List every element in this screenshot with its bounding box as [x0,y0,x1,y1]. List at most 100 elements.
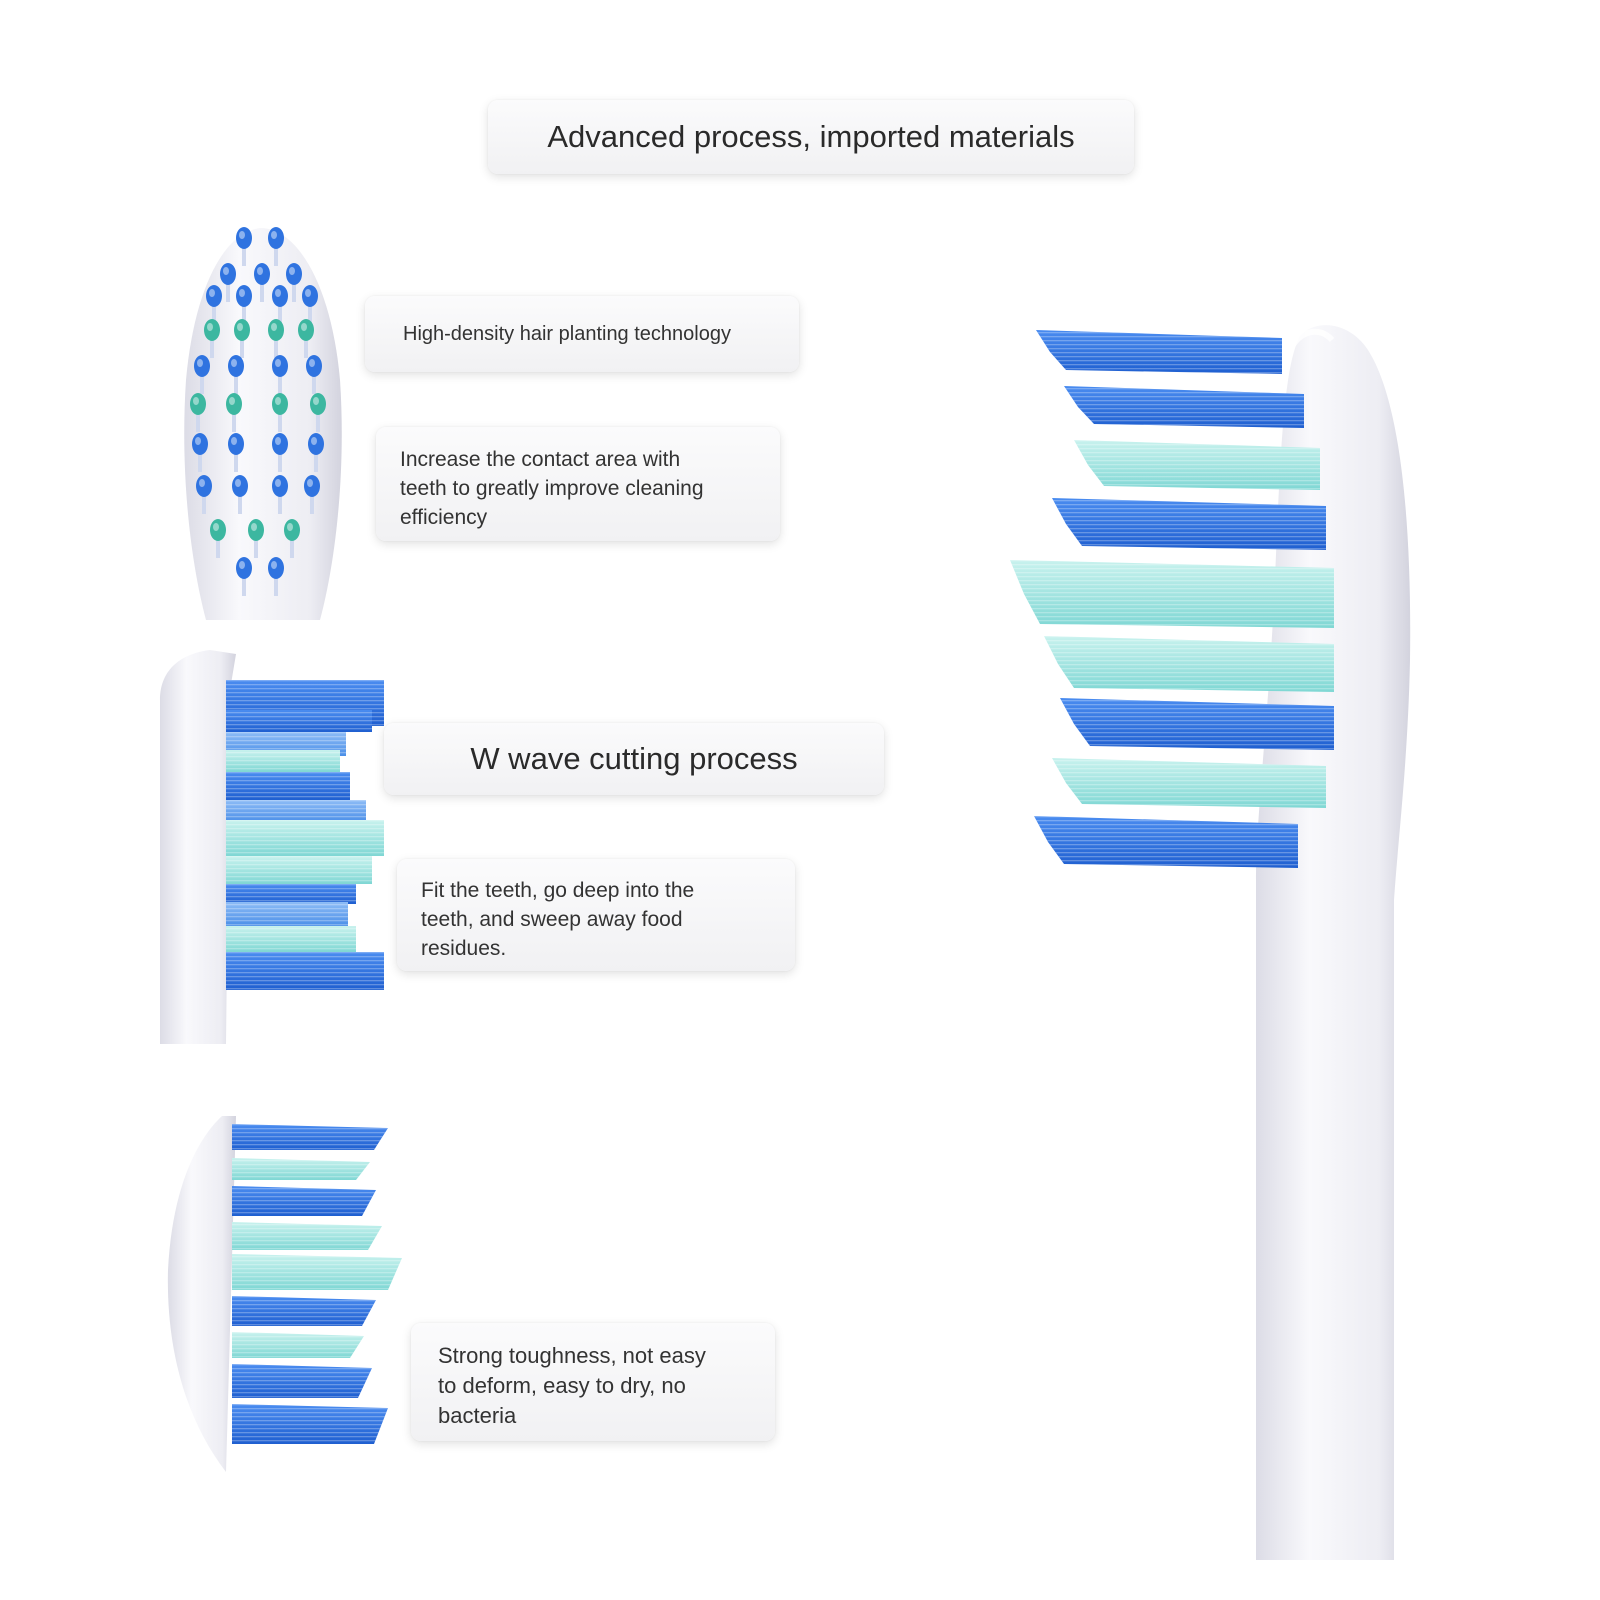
bristle-tuft [234,319,250,341]
toothbrush-head-large-icon [1010,325,1411,1561]
bristle-texture [226,772,350,800]
bristle-tuft [236,557,252,579]
bristle-tuft [272,433,288,455]
bristle-tuft [268,319,284,341]
tuft-highlight [239,231,245,239]
bristle-texture [226,952,384,990]
bristle-texture [1010,560,1334,628]
headline-text: Advanced process, imported materials [547,119,1075,154]
tuft-highlight [275,437,281,445]
bristle-texture [226,856,372,884]
bristle-texture [1052,758,1326,808]
tuft-stem [274,570,278,596]
bristle-tuft [310,393,326,415]
tuft-highlight [197,359,203,367]
bristle-tuft [190,393,206,415]
feature-density-text: High-density hair planting technology [403,322,731,345]
bristle-tuft [206,285,222,307]
tuft-stem [308,298,312,324]
bristle-texture [1064,386,1304,428]
bristle-texture [232,1404,388,1444]
tuft-stem [278,368,282,394]
tuft-highlight [235,479,241,487]
tuft-stem [232,406,236,432]
bristle-tuft [272,475,288,497]
tuft-stem [196,406,200,432]
tuft-stem [292,276,296,302]
tuft-highlight [275,359,281,367]
bristle-texture [1060,698,1334,750]
headline-banner: Advanced process, imported materials [488,100,1134,174]
bristle-texture [1074,440,1320,490]
bristle-tuft [268,227,284,249]
tuft-highlight [305,289,311,297]
tuft-stem [278,298,282,324]
bristle-texture [226,884,356,904]
bristle-texture [226,710,372,732]
tuft-stem [198,446,202,472]
tuft-highlight [231,437,237,445]
feature-tough-text: Strong toughness, not easy to deform, ea… [438,1343,706,1428]
tuft-highlight [209,289,215,297]
bristle-texture [232,1222,382,1250]
bristle-tuft [304,475,320,497]
bristle-texture [1052,498,1326,550]
tuft-stem [216,532,220,558]
tuft-stem [242,570,246,596]
tuft-highlight [239,289,245,297]
tuft-stem [234,446,238,472]
tuft-stem [226,276,230,302]
tuft-stem [240,332,244,358]
bristle-texture [226,926,356,952]
tuft-stem [202,488,206,514]
bristle-texture [232,1158,370,1180]
tuft-highlight [309,359,315,367]
tuft-highlight [275,397,281,405]
bristle-tuft [284,519,300,541]
bristle-texture [226,800,366,822]
tuft-stem [254,532,258,558]
tuft-highlight [231,359,237,367]
feature-card-fit: Fit the teeth, go deep into the teeth, a… [397,859,795,971]
bristle-tuft [232,475,248,497]
toothbrush-head-side-view-icon [160,650,384,1044]
tuft-stem [304,332,308,358]
tuft-highlight [271,323,277,331]
bristle-tuft [228,433,244,455]
tuft-stem [260,276,264,302]
feature-card-tough: Strong toughness, not easy to deform, ea… [411,1323,775,1441]
tuft-stem [234,368,238,394]
tuft-stem [278,406,282,432]
tuft-highlight [239,561,245,569]
tuft-highlight [193,397,199,405]
tuft-stem [242,298,246,324]
toothbrush-head-angled-view-icon [167,1116,402,1472]
bristle-texture [1036,330,1282,374]
tuft-highlight [195,437,201,445]
tuft-stem [312,368,316,394]
bristle-tuft [272,355,288,377]
bristle-texture [226,820,384,856]
tuft-highlight [223,267,229,275]
bristle-texture [232,1254,402,1290]
feature-card-wave: W wave cutting process [384,723,884,795]
bristle-tuft [272,393,288,415]
tuft-highlight [311,437,317,445]
bristle-tuft [226,393,242,415]
feature-fit-text: Fit the teeth, go deep into the teeth, a… [421,879,695,960]
bristle-tuft [254,263,270,285]
bristle-tuft [192,433,208,455]
feature-card-density: High-density hair planting technology [365,296,799,372]
bristle-texture [226,750,340,772]
feature-wave-text: W wave cutting process [470,741,798,776]
tuft-highlight [275,479,281,487]
bristle-texture [232,1186,376,1216]
tuft-stem [274,240,278,266]
bristle-tuft [286,263,302,285]
bristle-tuft [308,433,324,455]
bristle-tuft [248,519,264,541]
tuft-highlight [199,479,205,487]
bristle-texture [1044,636,1334,692]
tuft-stem [316,406,320,432]
bristle-tuft [236,227,252,249]
